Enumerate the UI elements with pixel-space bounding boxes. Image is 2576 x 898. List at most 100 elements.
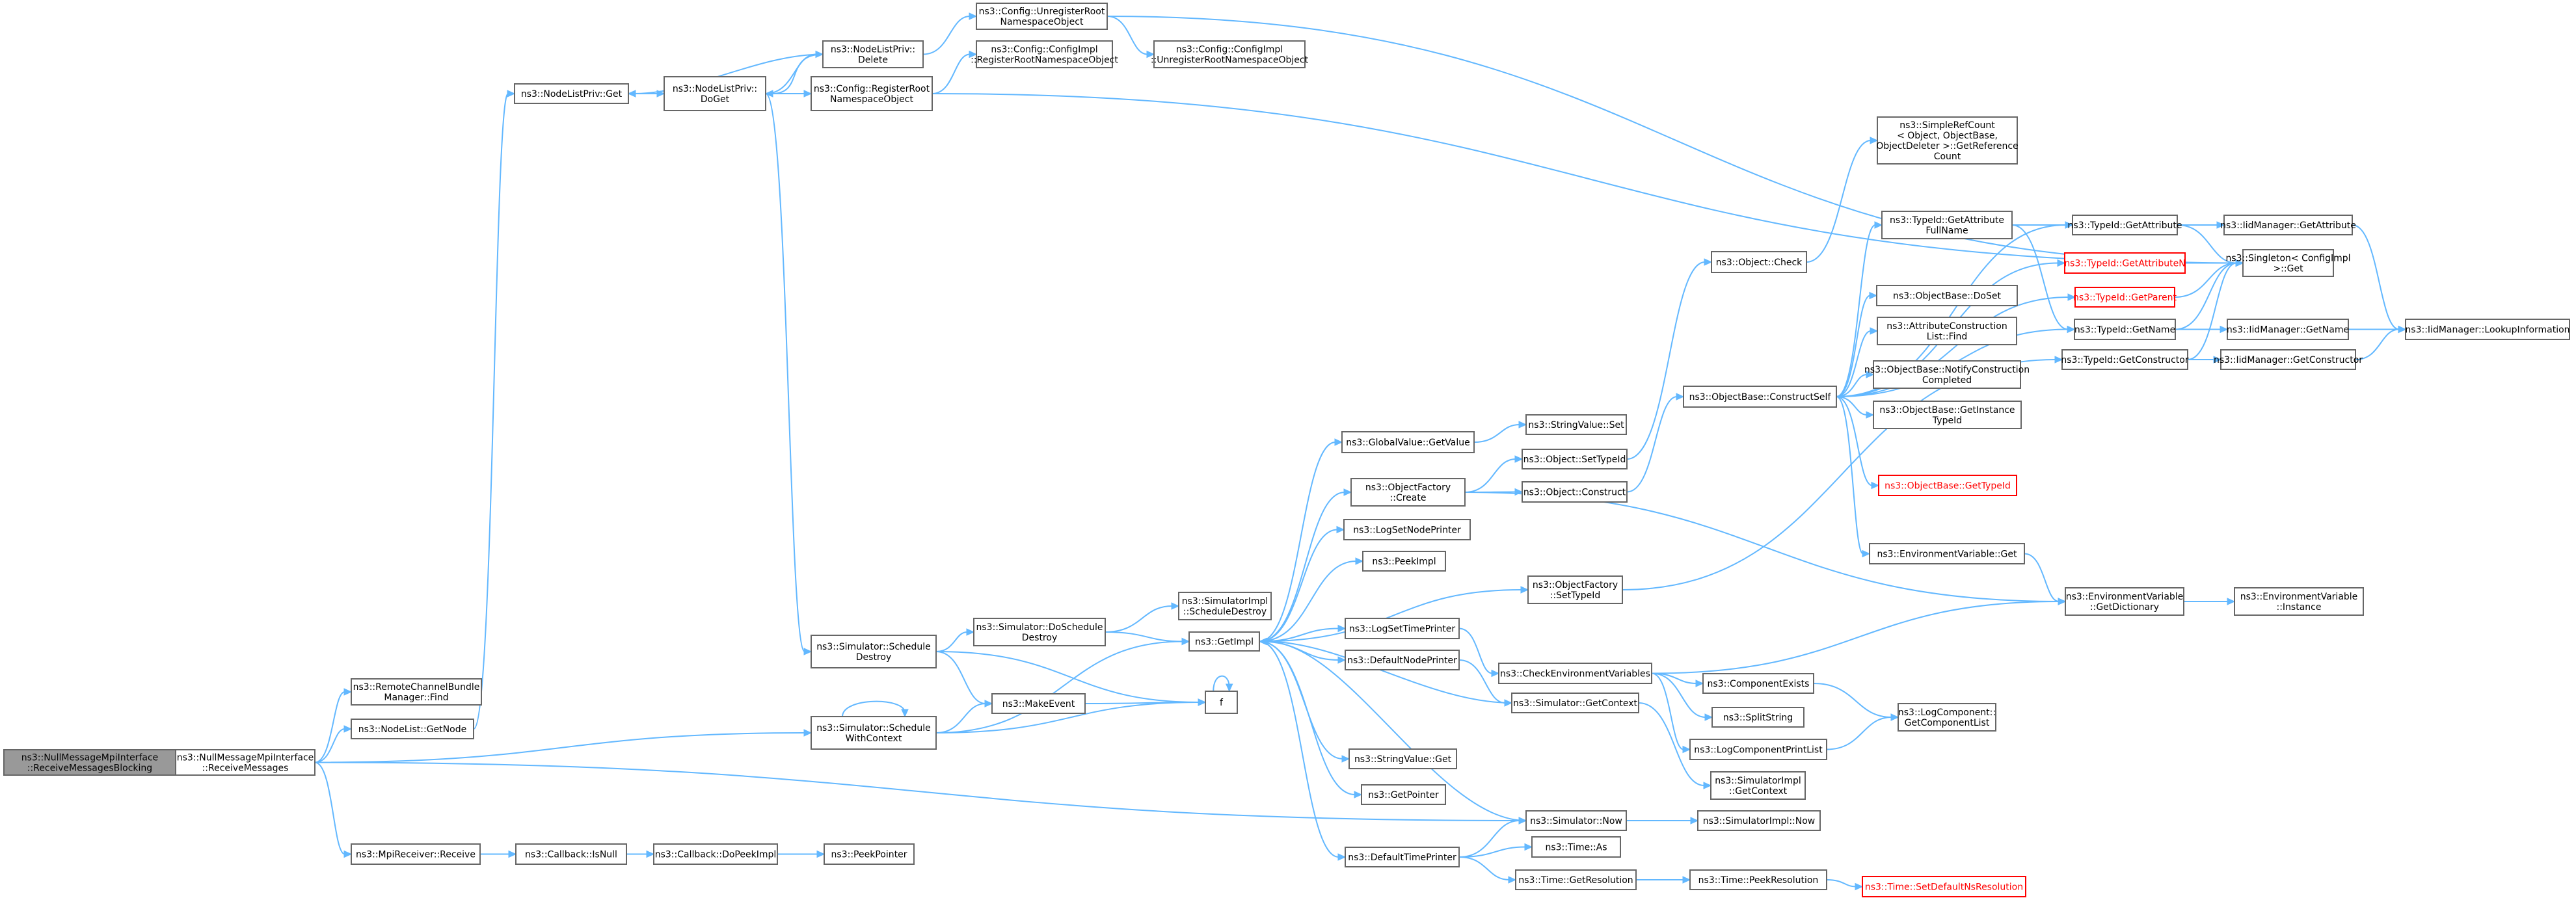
node-snow[interactable]: ns3::Simulator::Now [1525, 810, 1627, 831]
node-nlpdel[interactable]: ns3::NodeListPriv::Delete [822, 40, 924, 68]
edge-obcs-to-tigp [1836, 293, 2076, 397]
node-label: ns3::PeekPointer [831, 850, 907, 860]
node-ciregr[interactable]: ns3::Config::ConfigImpl::RegisterRootNam… [971, 40, 1118, 68]
node-tigp[interactable]: ns3::TypeId::GetParent [2073, 287, 2177, 308]
node-obncc[interactable]: ns3::ObjectBase::NotifyConstructionCompl… [1864, 360, 2030, 389]
node-svset[interactable]: ns3::StringValue::Set [1525, 414, 1627, 435]
node-lstp[interactable]: ns3::LogSetTimePrinter [1345, 618, 1460, 639]
node-label: ns3::Simulator::Schedule [816, 642, 931, 652]
node-box [2223, 215, 2353, 235]
node-iidgc[interactable]: ns3::IidManager::GetConstructor [2214, 349, 2363, 370]
edge-snow-to-getimpl [1258, 637, 1527, 821]
node-dtp[interactable]: ns3::DefaultTimePrinter [1345, 847, 1460, 867]
node-label: ::RegisterRootNamespaceObject [971, 55, 1118, 66]
node-splits[interactable]: ns3::SplitString [1711, 707, 1805, 728]
node-tign[interactable]: ns3::TypeId::GetName [2074, 319, 2176, 340]
node-rm[interactable]: ns3::NullMessageMpiInterface::ReceiveMes… [175, 749, 315, 776]
node-ofst[interactable]: ns3::ObjectFactory::SetTypeId [1527, 575, 1623, 604]
node-ssd[interactable]: ns3::Simulator::ScheduleDestroy [811, 635, 937, 668]
node-compex[interactable]: ns3::ComponentExists [1702, 673, 1814, 694]
node-peekimpl[interactable]: ns3::PeekImpl [1362, 551, 1446, 572]
node-obdoset[interactable]: ns3::ObjectBase::DoSet [1876, 285, 2018, 306]
node-sgc[interactable]: ns3::Simulator::GetContext [1511, 693, 1639, 713]
node-timepr[interactable]: ns3::Time::PeekResolution [1689, 869, 1827, 890]
node-label: ns3::TypeId::GetAttribute [2068, 220, 2182, 231]
node-iidgn[interactable]: ns3::IidManager::GetName [2227, 319, 2349, 340]
node-label: Count [1934, 152, 1961, 162]
node-sigc[interactable]: ns3::SimulatorImpl::GetContext [1710, 771, 1806, 800]
node-root[interactable]: ns3::NullMessageMpiInterface::ReceiveMes… [3, 749, 176, 776]
edge-getimpl-to-gvgv [1259, 438, 1343, 642]
node-box [1877, 317, 2017, 345]
node-cfgrr[interactable]: ns3::Config::RegisterRootNamespaceObject [811, 76, 933, 111]
node-mpirecv[interactable]: ns3::MpiReceiver::Receive [351, 843, 481, 865]
node-evget[interactable]: ns3::EnvironmentVariable::Get [1869, 543, 2025, 564]
node-tiga[interactable]: ns3::TypeId::GetAttribute [2068, 215, 2182, 235]
node-me[interactable]: ns3::MakeEvent [991, 693, 1086, 714]
node-lsnp[interactable]: ns3::LogSetNodePrinter [1343, 519, 1471, 540]
node-box [2065, 587, 2184, 616]
node-box [653, 843, 778, 865]
node-tigan[interactable]: ns3::TypeId::GetAttributeN [2064, 252, 2186, 274]
node-timeas[interactable]: ns3::Time::As [1531, 836, 1621, 858]
node-objcheck[interactable]: ns3::Object::Check [1711, 251, 1807, 273]
node-svget[interactable]: ns3::StringValue::Get [1348, 748, 1457, 769]
node-evgd[interactable]: ns3::EnvironmentVariable::GetDictionary [2065, 587, 2184, 616]
node-lcpl[interactable]: ns3::LogComponentPrintList [1689, 739, 1827, 760]
node-sinow[interactable]: ns3::SimulatorImpl::Now [1697, 810, 1821, 831]
node-box [514, 83, 629, 104]
node-srcgrc[interactable]: ns3::SimpleRefCount< Object, ObjectBase,… [1876, 116, 2019, 165]
node-cev[interactable]: ns3::CheckEnvironmentVariables [1498, 663, 1652, 684]
edge-obcs-to-obgti [1836, 396, 1880, 490]
node-timesdnr[interactable]: ns3::Time::SetDefaultNsResolution [1862, 876, 2026, 897]
node-cfgur[interactable]: ns3::Config::UnregisterRootNamespaceObje… [976, 3, 1108, 30]
node-label: ns3::Object::Construct [1523, 488, 1626, 498]
node-box [824, 843, 915, 865]
node-cbisnull[interactable]: ns3::Callback::IsNull [515, 843, 627, 865]
node-timegr[interactable]: ns3::Time::GetResolution [1515, 869, 1637, 890]
node-label: ns3::MakeEvent [1002, 699, 1075, 709]
node-tigc[interactable]: ns3::TypeId::GetConstructor [2061, 349, 2189, 370]
node-dnp[interactable]: ns3::DefaultNodePrinter [1345, 650, 1460, 670]
node-objcons[interactable]: ns3::Object::Construct [1522, 481, 1628, 503]
node-singget[interactable]: ns3::Singleton< ConfigImpl>::Get [2225, 249, 2351, 277]
node-ofcreate[interactable]: ns3::ObjectFactory::Create [1350, 478, 1466, 507]
node-label: ns3::AttributeConstruction [1886, 321, 2007, 332]
node-peekptr[interactable]: ns3::PeekPointer [824, 843, 915, 865]
edge-evgd-to-evinst [2183, 598, 2236, 605]
node-getptr[interactable]: ns3::GetPointer [1361, 784, 1446, 805]
node-gvgv[interactable]: ns3::GlobalValue::GetValue [1341, 431, 1475, 453]
node-evinst[interactable]: ns3::EnvironmentVariable::Instance [2234, 587, 2364, 616]
node-iidga[interactable]: ns3::IidManager::GetAttribute [2220, 215, 2356, 235]
node-nlpdo[interactable]: ns3::NodeListPriv::DoGet [664, 76, 766, 111]
node-lcgcl[interactable]: ns3::LogComponent::GetComponentList [1898, 703, 1996, 732]
node-cbdopeek[interactable]: ns3::Callback::DoPeekImpl [653, 843, 778, 865]
node-box [1522, 481, 1628, 503]
edge-sswc-to-sswc [842, 700, 909, 718]
edge-rm-to-nlgn [314, 725, 353, 763]
node-box [1515, 869, 1637, 890]
node-nlpg[interactable]: ns3::NodeListPriv::Get [514, 83, 629, 104]
node-nlgn[interactable]: ns3::NodeList::GetNode [351, 719, 474, 739]
node-label: ns3::ObjectBase::GetInstance [1879, 405, 2015, 416]
node-f[interactable]: f [1205, 691, 1238, 714]
node-ciunr[interactable]: ns3::Config::ConfigImpl::UnregisterRootN… [1151, 40, 1309, 68]
node-obcs[interactable]: ns3::ObjectBase::ConstructSelf [1683, 386, 1837, 408]
node-objst[interactable]: ns3::Object::SetTypeId [1522, 449, 1628, 469]
nodes-layer: ns3::NullMessageMpiInterface::ReceiveMes… [3, 3, 2570, 897]
node-box [1178, 592, 1272, 620]
edge-f-to-f [1213, 675, 1233, 693]
node-iidli[interactable]: ns3::IidManager::LookupInformation [2405, 319, 2570, 340]
node-obgti[interactable]: ns3::ObjectBase::GetTypeId [1878, 475, 2017, 496]
node-getimpl[interactable]: ns3::GetImpl [1188, 631, 1260, 652]
node-sisd[interactable]: ns3::SimulatorImpl::ScheduleDestroy [1178, 592, 1272, 620]
edge-sswc-to-me [935, 700, 993, 733]
node-box [1683, 386, 1837, 408]
edge-ofcreate-to-objst [1464, 455, 1523, 493]
